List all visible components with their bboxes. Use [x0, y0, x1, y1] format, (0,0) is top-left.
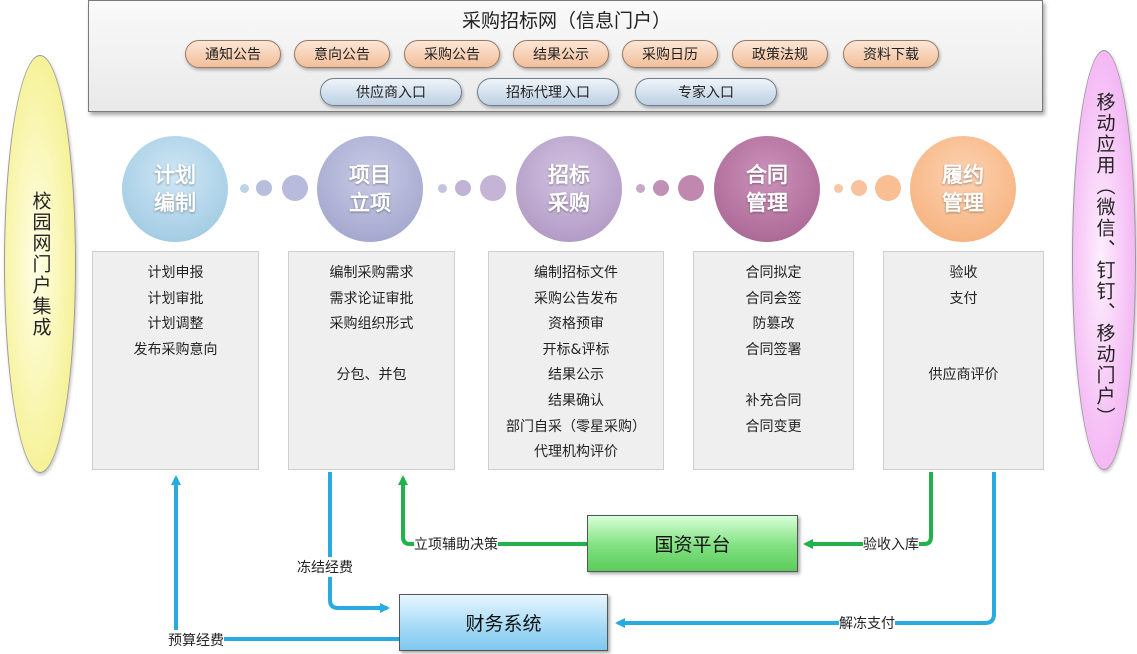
box-perform: 验收 支付 供应商评价 [883, 251, 1044, 470]
arrow-unfreeze-payment [615, 472, 996, 628]
box-contract-item: 防篡改 [752, 316, 795, 333]
box-plan: 计划申报 计划审批 计划调整 发布采购意向 [92, 251, 259, 470]
box-plan-item: 计划申报 [147, 265, 204, 281]
connector-dot [678, 175, 704, 201]
box-tender-item: 结果公示 [548, 367, 604, 384]
guozi-platform[interactable]: 国资平台 [587, 515, 798, 572]
arrow-budget-funds [171, 475, 399, 641]
label-acceptance-storage: 验收入库 [863, 534, 919, 554]
link-policy[interactable]: 政策法规 [732, 40, 828, 68]
mobile-app-label: 移动应用（微信、钉钉、移动门户） [1093, 92, 1116, 428]
arrow-acceptance-storage [803, 472, 933, 549]
box-tender: 编制招标文件 采购公告发布 资格预审 开标&评标 结果公示 结果确认 部门自采（… [488, 251, 664, 470]
box-plan-item: 发布采购意向 [133, 341, 218, 358]
connector-dot [851, 180, 867, 196]
mobile-app: 移动应用（微信、钉钉、移动门户） [1072, 50, 1136, 470]
connector-dot [653, 180, 669, 196]
connector-dot [282, 175, 308, 201]
phase-contract[interactable]: 合同 管理 [714, 136, 820, 242]
campus-portal-label: 校园网门户集成 [29, 190, 52, 338]
phase-project[interactable]: 项目 立项 [317, 136, 423, 242]
phase-plan-title: 计划 编制 [154, 163, 196, 215]
box-perform-item: 供应商评价 [928, 367, 999, 384]
box-plan-item: 计划调整 [147, 316, 204, 333]
connector-dot [834, 184, 843, 193]
campus-portal-integration: 校园网门户集成 [4, 55, 76, 473]
label-budget-funds: 预算经费 [168, 630, 224, 650]
portal-title: 采购招标网（信息门户） [461, 10, 671, 32]
connector-dot [480, 175, 506, 201]
box-perform-item: 支付 [949, 290, 978, 307]
arrow-decision-support [398, 475, 587, 546]
link-agency-entry[interactable]: 招标代理入口 [477, 78, 619, 106]
label-freeze-funds: 冻结经费 [297, 557, 353, 577]
box-tender-item: 资格预审 [548, 316, 604, 333]
box-project-item: 需求论证审批 [329, 290, 414, 307]
connector-dot [438, 184, 447, 193]
box-contract-item: 合同签署 [745, 341, 802, 358]
box-project: 编制采购需求 需求论证审批 采购组织形式 分包、并包 [288, 251, 455, 470]
connector-dot [256, 180, 272, 196]
link-notice[interactable]: 通知公告 [185, 40, 281, 68]
link-intent[interactable]: 意向公告 [294, 40, 390, 68]
label-unfreeze-payment: 解冻支付 [839, 613, 895, 633]
box-contract-item: 合同会签 [745, 290, 802, 307]
label-decision-support: 立项辅助决策 [414, 534, 498, 554]
box-contract-item: 合同拟定 [745, 265, 802, 281]
link-download[interactable]: 资料下载 [843, 40, 939, 68]
phase-project-title: 项目 立项 [349, 163, 391, 215]
finance-system[interactable]: 财务系统 [399, 594, 608, 651]
phase-perform-title: 履约 管理 [942, 163, 984, 215]
link-supplier-entry[interactable]: 供应商入口 [320, 78, 462, 106]
phase-tender-title: 招标 采购 [548, 163, 590, 215]
link-result[interactable]: 结果公示 [513, 40, 609, 68]
arrow-freeze-funds [328, 472, 390, 613]
box-tender-item: 部门自采（零星采购） [506, 418, 646, 435]
connector-dot [455, 180, 471, 196]
box-project-item: 采购组织形式 [329, 316, 414, 333]
finance-system-label: 财务系统 [465, 613, 542, 635]
box-tender-item: 采购公告发布 [534, 290, 618, 307]
box-tender-item: 开标&评标 [542, 341, 610, 358]
box-project-item: 分包、并包 [336, 367, 407, 384]
phase-tender[interactable]: 招标 采购 [516, 136, 622, 242]
box-contract-item: 合同变更 [745, 418, 802, 435]
connector-dot [240, 184, 249, 193]
phase-contract-title: 合同 管理 [746, 163, 788, 215]
connector-dot [875, 175, 901, 201]
guozi-platform-label: 国资平台 [654, 534, 731, 556]
link-calendar[interactable]: 采购日历 [622, 40, 718, 68]
box-contract-item: 补充合同 [745, 392, 802, 409]
box-tender-item: 代理机构评价 [534, 444, 618, 461]
phase-perform[interactable]: 履约 管理 [910, 136, 1016, 242]
box-project-item: 编制采购需求 [329, 265, 414, 281]
link-procurement[interactable]: 采购公告 [404, 40, 500, 68]
box-tender-item: 结果确认 [548, 392, 604, 409]
portal-panel: 采购招标网（信息门户） 通知公告 意向公告 采购公告 结果公示 采购日历 政策法… [88, 0, 1043, 112]
box-plan-item: 计划审批 [147, 290, 204, 307]
phase-plan[interactable]: 计划 编制 [122, 136, 228, 242]
box-perform-item: 验收 [949, 265, 978, 281]
link-expert-entry[interactable]: 专家入口 [635, 78, 777, 106]
box-contract: 合同拟定 合同会签 防篡改 合同签署 补充合同 合同变更 [693, 251, 854, 470]
box-tender-item: 编制招标文件 [534, 265, 618, 281]
connector-dot [636, 184, 645, 193]
